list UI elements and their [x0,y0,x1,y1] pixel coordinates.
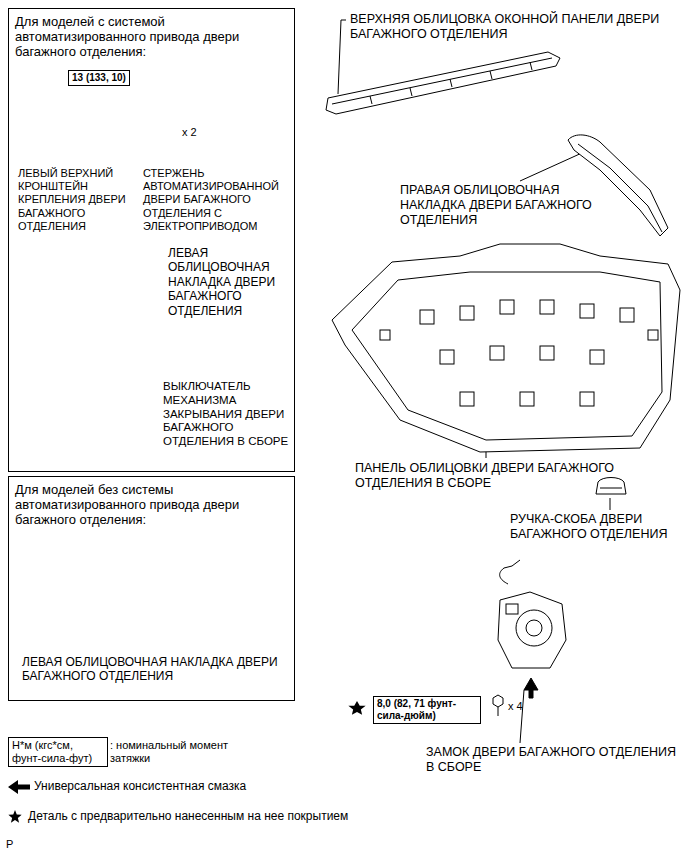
drawing-line [516,610,552,646]
legend-text: : номинальный момент затяжки [110,739,245,765]
drawing-line [490,346,504,360]
drawing-line [490,71,492,79]
quantity: x 4 [508,700,523,713]
drawing-line [620,308,634,322]
drawing-line [410,88,412,96]
part-name: ПРАВАЯ ОБЛИЦОВОЧНАЯ НАКЛАДКА ДВЕРИ БАГАЖ… [400,183,600,228]
drawing-line [596,478,626,495]
box-text: Для моделей без системы автоматизированн… [15,482,288,527]
part-name: ЛЕВАЯ ОБЛИЦОВОЧНАЯ НАКЛАДКА ДВЕРИ БАГАЖН… [22,655,290,684]
part-name: ВЫКЛЮЧАТЕЛЬ МЕХАНИЗМА ЗАКРЫВАНИЯ ДВЕРИ Б… [163,380,293,449]
drawing-line [348,701,365,715]
legend-torque-box: Н*м (кгс*см, фунт-сила-фут) [8,737,108,767]
drawing-line [526,620,542,636]
drawing-line [460,392,474,406]
drawing-line [370,96,372,104]
drawing-line [498,592,566,668]
drawing-line [600,488,622,489]
drawing-line [578,144,662,232]
door-handle [596,478,626,495]
drawing-line [326,52,560,114]
drawing-line [590,350,604,364]
drawing-line [450,79,452,87]
part-name: ЗАМОК ДВЕРИ БАГАЖНОГО ОТДЕЛЕНИЯ В СБОРЕ [426,745,681,775]
drawing-line [352,272,662,440]
drawing-line [440,350,454,364]
drawing-line [332,244,680,452]
door-lock [348,560,566,716]
drawing-line [540,346,554,360]
drawing-line [380,330,390,340]
figure-code: P [6,838,13,851]
drawing-line [493,695,503,707]
box-text: Для моделей с системой автоматизированно… [15,14,288,59]
torque-spec-box: 13 (133, 10) [68,70,130,86]
drawing-line [498,707,499,716]
quantity: x 2 [182,126,197,139]
drawing-line [338,20,346,94]
box-text: Н*м (кгс*см, фунт-сила-фут) [12,739,104,765]
drawing-line [580,304,594,318]
drawing-line [520,392,534,406]
drawing-line [506,604,518,614]
part-name: ВЕРХНЯЯ ОБЛИЦОВКА ОКОННОЙ ПАНЕЛИ ДВЕРИ Б… [350,12,670,42]
part-name: ПАНЕЛЬ ОБЛИЦОВКИ ДВЕРИ БАГАЖНОГО ОТДЕЛЕН… [355,461,655,491]
legend-text: Универсальная консистентная смазка [34,779,246,793]
box-text: 8,0 (82, 71 фунт-сила-дюйм) [377,698,477,722]
drawing-line [520,152,584,181]
right-trim-cover [568,135,668,236]
legend-text: Деталь с предварительно нанесенным на не… [28,809,348,823]
drawing-line [332,58,552,104]
drawing-line [568,135,668,236]
part-name: ЛЕВАЯ ОБЛИЦОВОЧНАЯ НАКЛАДКА ДВЕРИ БАГАЖН… [168,246,292,318]
drawing-line [420,310,434,324]
drawing-line [500,300,514,314]
part-name: РУЧКА-СКОБА ДВЕРИ БАГАЖНОГО ОТДЕЛЕНИЯ [510,512,682,542]
part-name: ЛЕВЫЙ ВЕРХНИЙ КРОНШТЕЙН КРЕПЛЕНИЯ ДВЕРИ … [18,167,140,233]
drawing-line [512,560,520,566]
drawing-line [540,300,554,314]
drawing-line [520,690,524,743]
box-text: 13 (133, 10) [72,72,126,84]
variant-panel: Для моделей с системой автоматизированно… [8,8,295,472]
torque-spec-box: 8,0 (82, 71 фунт-сила-дюйм) [373,696,481,724]
drawing-line [610,498,611,510]
legend-sample [8,780,30,823]
door-trim-board [332,244,680,452]
grease-arrow [8,780,30,794]
drawing-line [500,566,512,584]
window-garnish [326,52,560,114]
drawing-line [530,62,532,70]
star-symbol [8,810,21,823]
drawing-line [648,330,658,340]
drawing-line [580,392,594,406]
drawing-line [524,678,538,698]
drawing-line [460,306,474,320]
part-name: СТЕРЖЕНЬ АВТОМАТИЗИРОВАННОЙ ДВЕРИ БАГАЖН… [143,167,293,233]
